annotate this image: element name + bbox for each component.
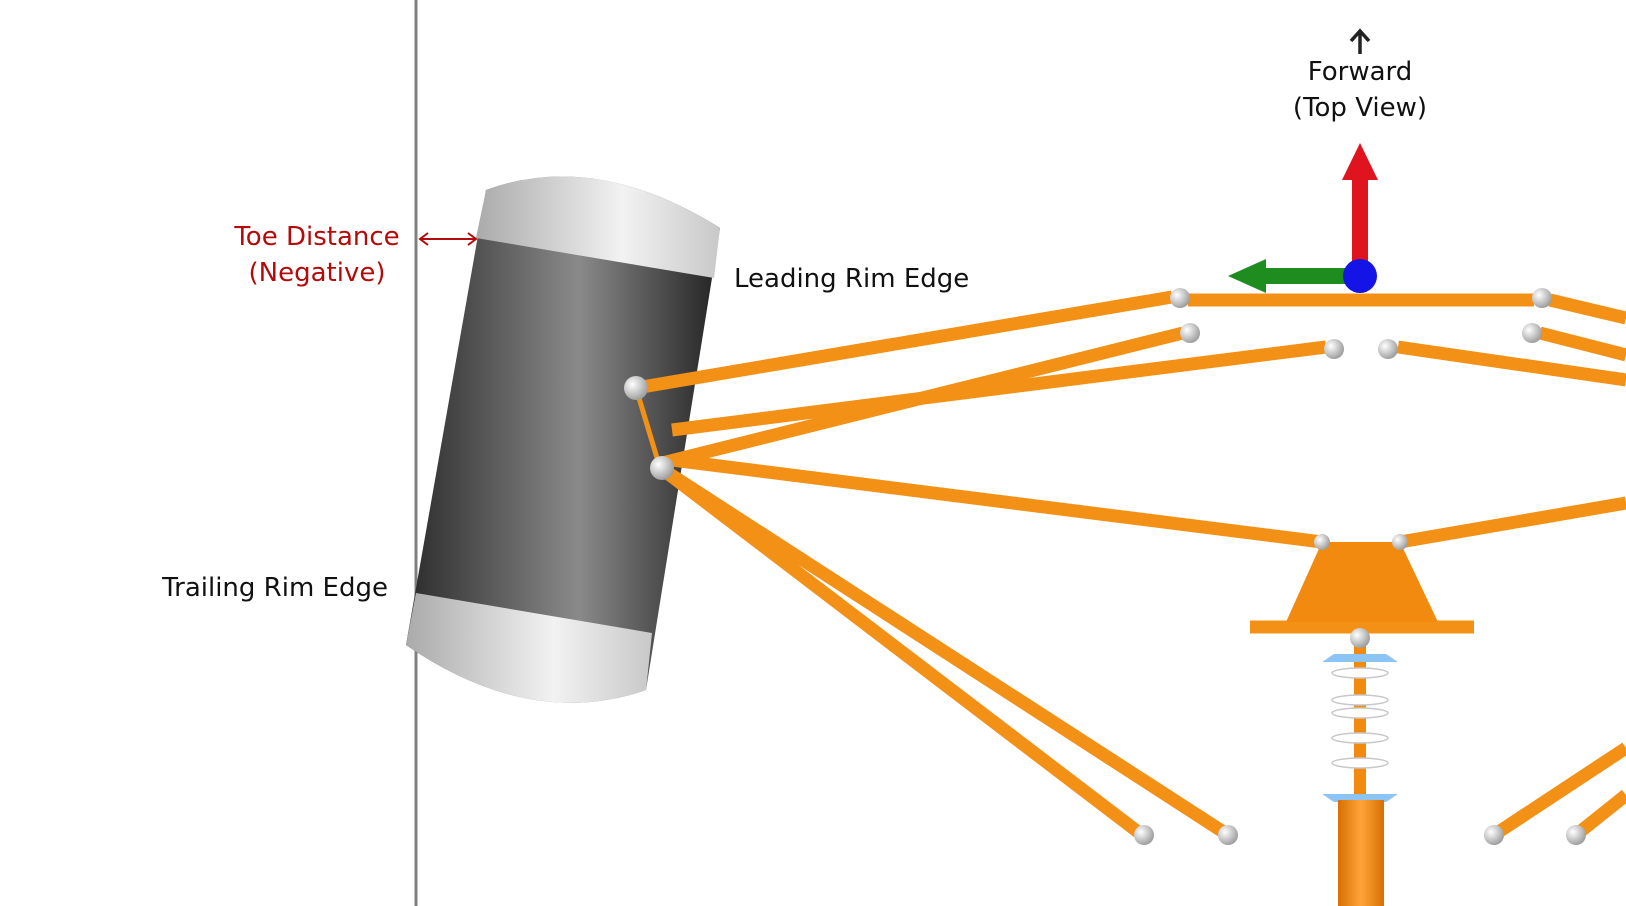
forward-indicator: Forward (Top View) bbox=[1293, 28, 1427, 123]
mid-link-c bbox=[1538, 326, 1626, 362]
joint bbox=[1566, 825, 1586, 845]
upright bbox=[633, 387, 663, 469]
tire bbox=[406, 176, 720, 703]
struts bbox=[634, 290, 1626, 841]
upper-bar-right bbox=[1548, 293, 1626, 325]
trailing-rim-edge-label: Trailing Rim Edge bbox=[161, 573, 388, 603]
trailing-rim-cap bbox=[406, 593, 652, 703]
joint bbox=[1522, 323, 1542, 343]
axis-vertical-dot bbox=[1343, 259, 1377, 293]
damper-rod bbox=[1354, 640, 1366, 800]
upper-link-front bbox=[634, 290, 1174, 395]
axis-forward-shaft bbox=[1352, 178, 1368, 274]
axis-forward-arrowhead bbox=[1342, 143, 1378, 180]
lower-link-c bbox=[1490, 742, 1626, 841]
toe-distance-label: Toe Distance bbox=[233, 222, 399, 252]
toe-distance-indicator: Toe Distance (Negative) bbox=[233, 222, 478, 288]
joint bbox=[650, 456, 674, 480]
axis-lateral-shaft bbox=[1262, 268, 1358, 284]
spring-coils bbox=[1331, 667, 1389, 769]
joint bbox=[1532, 288, 1552, 308]
toe-negative-label: (Negative) bbox=[249, 258, 386, 288]
axis-lateral-arrowhead bbox=[1228, 259, 1266, 293]
tie-rod bbox=[671, 453, 1323, 549]
coordinate-axes bbox=[1228, 143, 1378, 293]
joint bbox=[1350, 628, 1370, 648]
lower-link-a bbox=[658, 463, 1146, 841]
tire-body bbox=[406, 176, 720, 703]
double-arrow-icon bbox=[418, 232, 478, 246]
pushrod-post bbox=[1338, 800, 1384, 906]
joint bbox=[1314, 534, 1330, 550]
joint bbox=[1134, 825, 1154, 845]
top-view-label: (Top View) bbox=[1293, 93, 1427, 123]
joint bbox=[1484, 825, 1504, 845]
steering-housing bbox=[1286, 542, 1438, 622]
tie-rod-right bbox=[1398, 496, 1626, 549]
mid-link-a bbox=[671, 340, 1327, 437]
lower-link-b bbox=[658, 463, 1232, 841]
joint bbox=[1218, 825, 1238, 845]
leading-rim-edge-label: Leading Rim Edge bbox=[734, 264, 969, 294]
joint bbox=[1378, 339, 1398, 359]
joint bbox=[1392, 534, 1408, 550]
joint bbox=[1180, 323, 1200, 343]
mid-link-b bbox=[1397, 340, 1626, 387]
joint bbox=[624, 376, 648, 400]
spring-damper bbox=[1322, 640, 1398, 906]
arrow-up-icon bbox=[1349, 28, 1371, 54]
spring-seat-top bbox=[1322, 654, 1398, 662]
lower-link-d bbox=[1571, 789, 1626, 841]
leading-rim-cap bbox=[476, 176, 720, 278]
joint bbox=[1170, 288, 1190, 308]
joints bbox=[624, 288, 1586, 845]
joint bbox=[1324, 339, 1344, 359]
forward-label: Forward bbox=[1308, 57, 1413, 87]
